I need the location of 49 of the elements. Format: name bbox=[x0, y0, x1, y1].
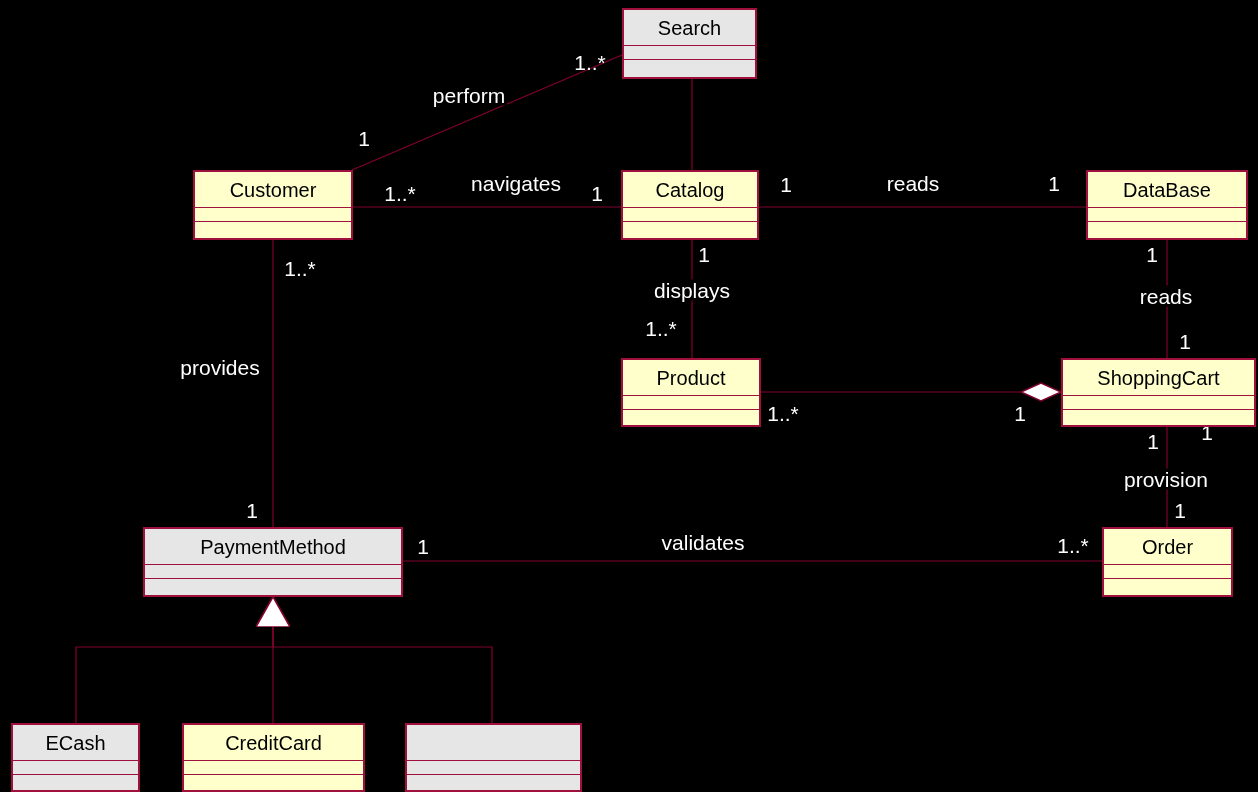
class-name: Search bbox=[657, 17, 722, 38]
multiplicity-label: 1 bbox=[780, 173, 792, 195]
multiplicity-label: 1 bbox=[358, 127, 370, 149]
association-line bbox=[402, 560, 1103, 562]
multiplicity-label: 1 bbox=[417, 535, 429, 557]
class-box bbox=[193, 170, 353, 240]
class-name: Order bbox=[1141, 536, 1194, 557]
class-box bbox=[11, 723, 140, 792]
class-box bbox=[1061, 358, 1256, 427]
association-line bbox=[758, 206, 1087, 208]
multiplicity-label: 1..* bbox=[384, 182, 416, 204]
class-name: Product bbox=[656, 367, 726, 388]
multiplicity-label: 1 bbox=[1014, 402, 1026, 424]
association-line bbox=[691, 78, 693, 171]
class-box bbox=[182, 723, 365, 792]
class-name: ECash bbox=[45, 732, 106, 753]
multiplicity-label: 1..* bbox=[767, 402, 799, 424]
multiplicity-label: 1 bbox=[1174, 499, 1186, 521]
class-name: ShoppingCart bbox=[1097, 367, 1220, 388]
class-name: CreditCard bbox=[225, 732, 322, 753]
multiplicity-label: 1 bbox=[1146, 243, 1158, 265]
multiplicity-label: 1..* bbox=[1057, 534, 1089, 556]
multiplicity-label: 1..* bbox=[284, 257, 316, 279]
multiplicity-label: 1 bbox=[246, 499, 258, 521]
class-box bbox=[405, 723, 582, 792]
association-line bbox=[760, 382, 1062, 402]
multiplicity-label: 1 bbox=[1179, 330, 1191, 352]
class-name: Customer bbox=[229, 179, 317, 200]
edge-label: displays bbox=[652, 279, 732, 301]
multiplicity-label: 1..* bbox=[574, 51, 606, 73]
association-line bbox=[255, 596, 493, 724]
multiplicity-label: 1 bbox=[698, 243, 710, 265]
edge-label: provision bbox=[1122, 468, 1210, 490]
class-name: Catalog bbox=[655, 179, 725, 200]
association-line bbox=[272, 239, 274, 528]
class-box bbox=[1086, 170, 1248, 240]
class-name: DataBase bbox=[1123, 179, 1211, 200]
association-line bbox=[351, 54, 623, 171]
multiplicity-label: 1 bbox=[1048, 172, 1060, 194]
class-box bbox=[143, 527, 403, 597]
class-box bbox=[1102, 527, 1233, 597]
multiplicity-label: 1 bbox=[1147, 430, 1159, 452]
class-name: PaymentMethod bbox=[200, 536, 346, 557]
class-box bbox=[622, 8, 757, 79]
multiplicity-label: 1 bbox=[591, 182, 603, 204]
association-line bbox=[352, 206, 622, 208]
class-box bbox=[621, 170, 759, 240]
multiplicity-label: 1..* bbox=[645, 317, 677, 339]
class-box bbox=[621, 358, 761, 427]
